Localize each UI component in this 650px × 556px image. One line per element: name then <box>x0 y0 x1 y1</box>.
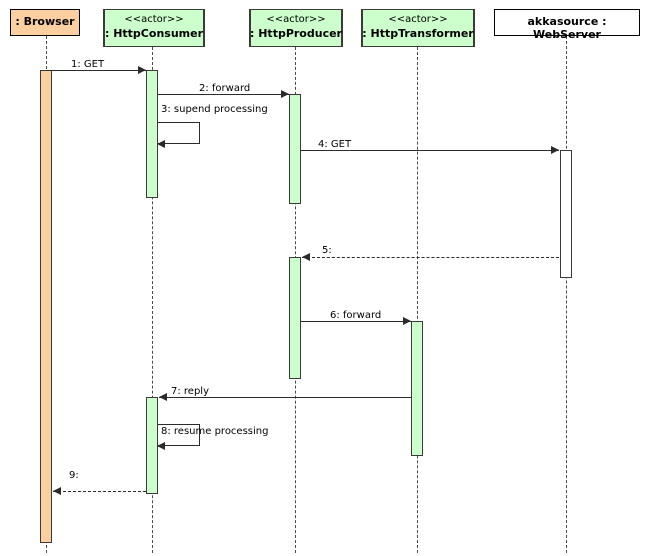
message-label-1: 1: GET <box>71 59 105 70</box>
message-arrowhead-2 <box>281 90 289 98</box>
participant-name-httptransformer: : HttpTransformer <box>362 27 474 40</box>
lifeline-httpconsumer <box>152 47 153 553</box>
message-label-5: 5: <box>322 245 332 256</box>
message-line-6 <box>301 321 411 322</box>
participant-stereotype-httptransformer: <<actor>> <box>388 14 448 25</box>
message-arrowhead-6 <box>403 317 411 325</box>
participant-head-httpproducer: <<actor>> : HttpProducer <box>249 9 343 47</box>
message-label-3: 3: supend processing <box>161 104 268 115</box>
message-arrowhead-4 <box>551 146 559 154</box>
activation-bar-act-producer-2 <box>289 257 301 379</box>
message-line-2 <box>158 94 289 95</box>
participant-head-webserver: akkasource : WebServer <box>494 9 640 41</box>
message-line-1 <box>46 70 146 71</box>
participant-name-browser: : Browser <box>15 15 75 28</box>
activation-bar-act-consumer-1 <box>146 70 158 198</box>
message-line-7 <box>159 397 411 398</box>
message-arrowhead-1 <box>138 66 146 74</box>
participant-head-httpconsumer: <<actor>> : HttpConsumer <box>103 9 205 47</box>
message-line-4 <box>301 150 559 151</box>
message-line-9 <box>53 491 146 492</box>
message-arrowhead-8 <box>157 442 165 450</box>
lifeline-webserver <box>566 36 567 553</box>
participant-name-httpconsumer: : HttpConsumer <box>104 27 203 40</box>
participant-head-browser: : Browser <box>10 9 80 36</box>
message-label-6: 6: forward <box>330 310 382 321</box>
participant-head-httptransformer: <<actor>> : HttpTransformer <box>361 9 475 47</box>
message-label-7: 7: reply <box>171 386 209 397</box>
participant-name-webserver: akkasource : WebServer <box>527 15 607 41</box>
participant-name-httpproducer: : HttpProducer <box>250 27 342 40</box>
participant-stereotype-httpconsumer: <<actor>> <box>124 14 184 25</box>
message-self-loop-8 <box>158 424 200 446</box>
activation-bar-act-transformer-1 <box>411 321 423 456</box>
activation-bar-act-browser <box>40 70 52 543</box>
message-arrowhead-5 <box>302 253 310 261</box>
participant-stereotype-httpproducer: <<actor>> <box>266 14 326 25</box>
activation-bar-act-producer-1 <box>289 94 301 204</box>
message-label-4: 4: GET <box>318 139 352 150</box>
message-arrowhead-9 <box>53 487 61 495</box>
message-arrowhead-3 <box>157 140 165 148</box>
message-self-loop-3 <box>158 122 200 144</box>
message-line-5 <box>302 257 559 258</box>
message-label-9: 9: <box>69 470 79 481</box>
message-label-8: 8: resume processing <box>161 426 269 437</box>
message-label-2: 2: forward <box>199 83 251 94</box>
activation-bar-act-webserver-1 <box>560 150 572 278</box>
lifeline-httptransformer <box>417 47 418 553</box>
message-arrowhead-7 <box>159 393 167 401</box>
